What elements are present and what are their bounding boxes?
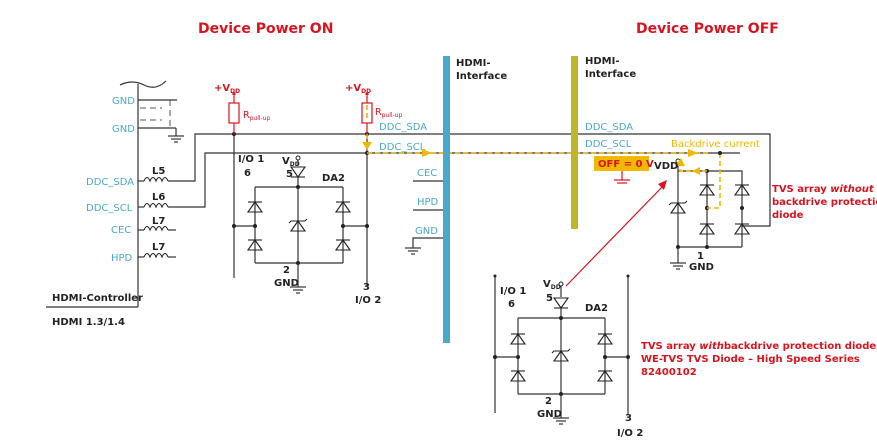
tvs-bottom-io1: I/O 1 [500,286,526,297]
tvs-left-pin6: 6 [244,168,251,179]
note-with-line1: TVS array withbackdrive protection diode… [641,341,877,352]
controller-name: HDMI-Controller [52,293,143,304]
pin-label-cec: CEC [111,225,131,236]
iface-right-ddc-scl: DDC_SCL [585,139,632,150]
iface-label-gnd: GND [415,226,438,237]
tvs-right-gnd: GND [689,262,714,273]
tvs-array-right [668,151,750,270]
tvs-right-vdd: VDD [654,161,678,172]
inductors [138,176,176,258]
tvs-bottom-io2: I/O 2 [617,428,643,439]
inductor-label-l5: L5 [152,166,165,177]
note-without-line3: diode [772,210,804,221]
tvs-bottom-pin6: 6 [508,299,515,310]
tvs-right-pin1: 1 [697,251,704,262]
tvs-bottom-vdd: VDD [543,279,561,291]
pin-label-ddc-sda: DDC_SDA [86,177,134,188]
inductor-l6-icon [143,202,169,208]
off-badge [594,156,649,171]
tvs-array-bottom [493,274,630,425]
tvs-left-name: DA2 [322,173,345,184]
bus-label-ddc-scl: DDC_SCL [379,142,426,153]
ground-icon [669,262,687,270]
iface-right-ddc-sda: DDC_SDA [585,122,633,133]
inductor-l7b-icon [143,252,169,258]
tvs-bottom-pin2: 2 [545,396,552,407]
title-power-off: Device Power OFF [636,21,779,37]
inductor-label-l7b: L7 [152,242,165,253]
tvs-left-gnd: GND [274,278,299,289]
pullup-right [361,92,373,150]
note-with-line3: 82400102 [641,367,697,378]
pullup-left-supply: +VDD [214,83,240,95]
tvs-array-left [232,155,369,294]
inductor-label-l6: L6 [152,192,165,203]
hdmi-interface-bar-left [443,56,450,343]
pullup-left [228,92,240,134]
tvs-left-io2: I/O 2 [355,295,381,306]
backdrive-arrow-icon [362,142,372,150]
interface-left-label-2: Interface [456,71,507,82]
hdmi-controller [46,80,185,308]
inductor-label-l7: L7 [152,216,165,227]
tvs-left-io1: I/O 1 [238,154,264,165]
iface-label-hpd: HPD [417,197,439,208]
interface-right-label-1: HDMI- [585,56,620,67]
pin-label-hpd: HPD [111,253,133,264]
note-without-line1: TVS array without [772,184,875,195]
pin-label-gnd-1: GND [112,96,135,107]
backdrive-path [367,149,708,157]
note-with-line2: WE-TVS TVS Diode – High Speed Series [641,354,860,365]
ground-icon [404,247,422,255]
tvs-bottom-name: DA2 [585,303,608,314]
inductor-l5-icon [143,176,169,182]
tvs-bottom-pin5: 5 [546,293,553,304]
interface-right-label-2: Interface [585,69,636,80]
pin-label-gnd-2: GND [112,124,135,135]
tvs-left-pin5: 5 [286,169,293,180]
pointer-arrow [565,183,666,287]
iface-label-cec: CEC [417,168,437,179]
off-badge-text: OFF = 0 V [598,159,654,170]
tvs-left-pin3: 3 [363,282,370,293]
tvs-bottom-pin3: 3 [625,413,632,424]
pullup-right-label: Rpull-up [375,107,403,119]
bus-label-ddc-sda: DDC_SDA [379,122,427,133]
interface-left-label-1: HDMI- [456,58,491,69]
inductor-l7-icon [143,225,169,231]
hdmi-interface-bar-right [571,56,578,229]
note-without-line2: backdrive protection [772,197,877,208]
tvs-left-vdd: VDD [282,156,300,168]
ground-icon [167,135,185,143]
title-power-on: Device Power ON [198,21,333,37]
backdrive-label: Backdrive current [671,139,760,150]
pin-label-ddc-scl: DDC_SCL [86,203,133,214]
pullup-right-supply: +VDD [345,83,371,95]
tvs-left-pin2: 2 [283,265,290,276]
tvs-bottom-gnd: GND [537,409,562,420]
pullup-left-label: Rpull-up [243,110,271,122]
controller-version: HDMI 1.3/1.4 [52,317,125,328]
